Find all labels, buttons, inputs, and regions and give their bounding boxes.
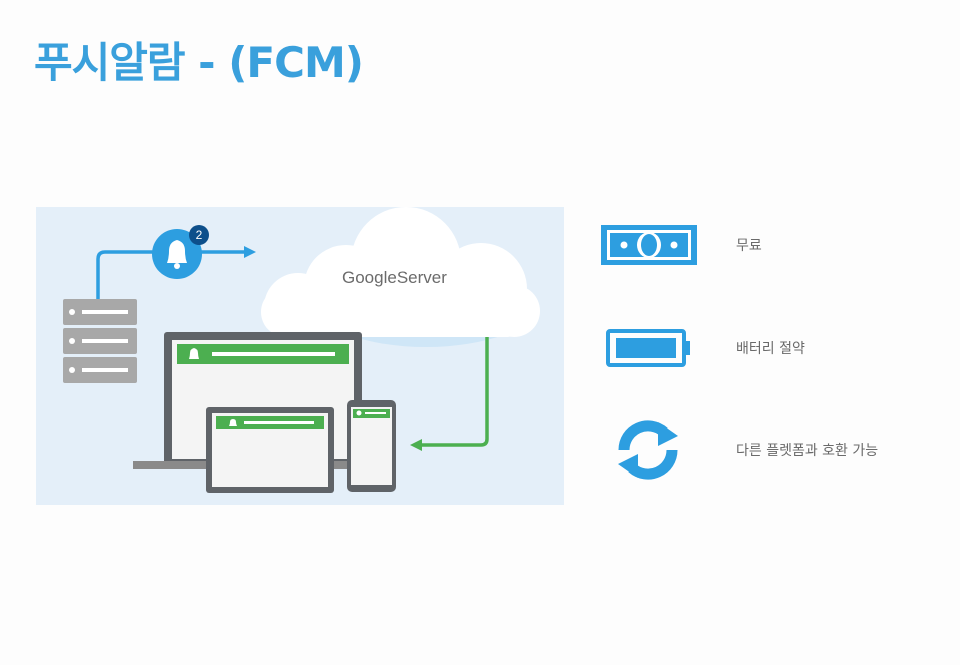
fcm-diagram-graphic [63,207,540,493]
arrow-right-icon [244,246,256,258]
bell-icon [152,229,202,279]
notification-badge: 2 [189,225,209,245]
sync-icon [618,420,678,480]
cloud-label: GoogleServer [342,268,447,287]
feature-label: 배터리 절약 [736,341,805,357]
arrow-left-icon [410,439,422,451]
tablet-icon [206,407,334,493]
feature-battery-saving: 배터리 절약 [600,318,940,378]
money-icon [601,225,697,265]
server-connector [96,250,246,299]
feature-label: 다른 플렛폼과 호환 가능 [736,443,879,459]
fcm-diagram: GoogleServer 2 [36,207,564,505]
slide-title: 푸시알람 - (FCM) [34,38,364,87]
phone-icon [347,400,396,492]
cloud-to-devices-connector [421,337,489,447]
battery-icon [606,329,690,367]
feature-free: 무료 [600,215,940,275]
cloud-shape [261,207,540,347]
feature-label: 무료 [736,238,762,254]
server-icon [63,299,137,383]
feature-cross-platform: 다른 플렛폼과 호환 가능 [600,420,940,480]
